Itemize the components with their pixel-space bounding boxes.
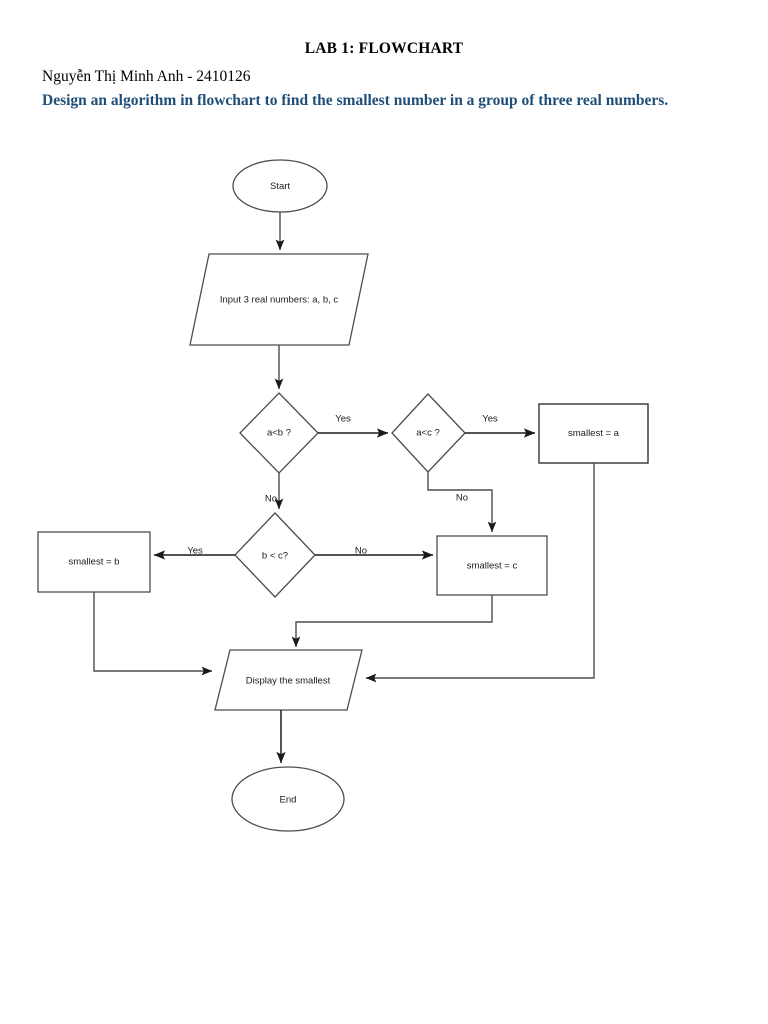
- node-end-label: End: [280, 795, 297, 806]
- edge-label-ac-yes: Yes: [482, 414, 498, 425]
- node-input-label: Input 3 real numbers: a, b, c: [220, 295, 339, 306]
- node-assign-b: [37, 531, 151, 593]
- edge-label-ac-no: No: [456, 493, 468, 504]
- author-line: Nguyễn Thị Minh Anh - 2410126: [42, 67, 251, 85]
- node-decision-bc-label: b < c?: [262, 551, 288, 562]
- connector-assign-b-to-display: [93, 592, 213, 676]
- edge-label-ab-no: No: [265, 494, 277, 505]
- node-display-label: Display the smallest: [246, 676, 331, 687]
- node-decision-ac-label: a<c ?: [416, 428, 440, 439]
- edge-label-bc-yes: Yes: [187, 546, 203, 557]
- connector-assign-c-to-display: [291, 595, 493, 648]
- document-header: LAB 1: FLOWCHART Nguyễn Thị Minh Anh - 2…: [42, 40, 726, 112]
- node-assign-c-label: smallest = c: [467, 561, 518, 572]
- connector-ac-no-to-assign-c: [427, 472, 497, 533]
- node-assign-a: [538, 403, 649, 464]
- node-assign-a-label: smallest = a: [568, 428, 620, 439]
- node-decision-ab-label: a<b ?: [267, 428, 291, 439]
- connector-assign-a-to-display: [365, 463, 595, 683]
- assignment-prompt: Design an algorithm in flowchart to find…: [42, 91, 669, 109]
- edge-label-ab-yes: Yes: [335, 414, 351, 425]
- node-end: [231, 766, 345, 832]
- node-decision-bc: [234, 512, 316, 598]
- node-display: [214, 649, 363, 711]
- node-assign-b-label: smallest = b: [69, 557, 120, 568]
- page-title: LAB 1: FLOWCHART: [304, 40, 464, 57]
- node-input: [189, 253, 369, 346]
- node-start-label: Start: [270, 181, 290, 192]
- edge-label-bc-no: No: [355, 546, 367, 557]
- node-assign-c: [436, 535, 548, 596]
